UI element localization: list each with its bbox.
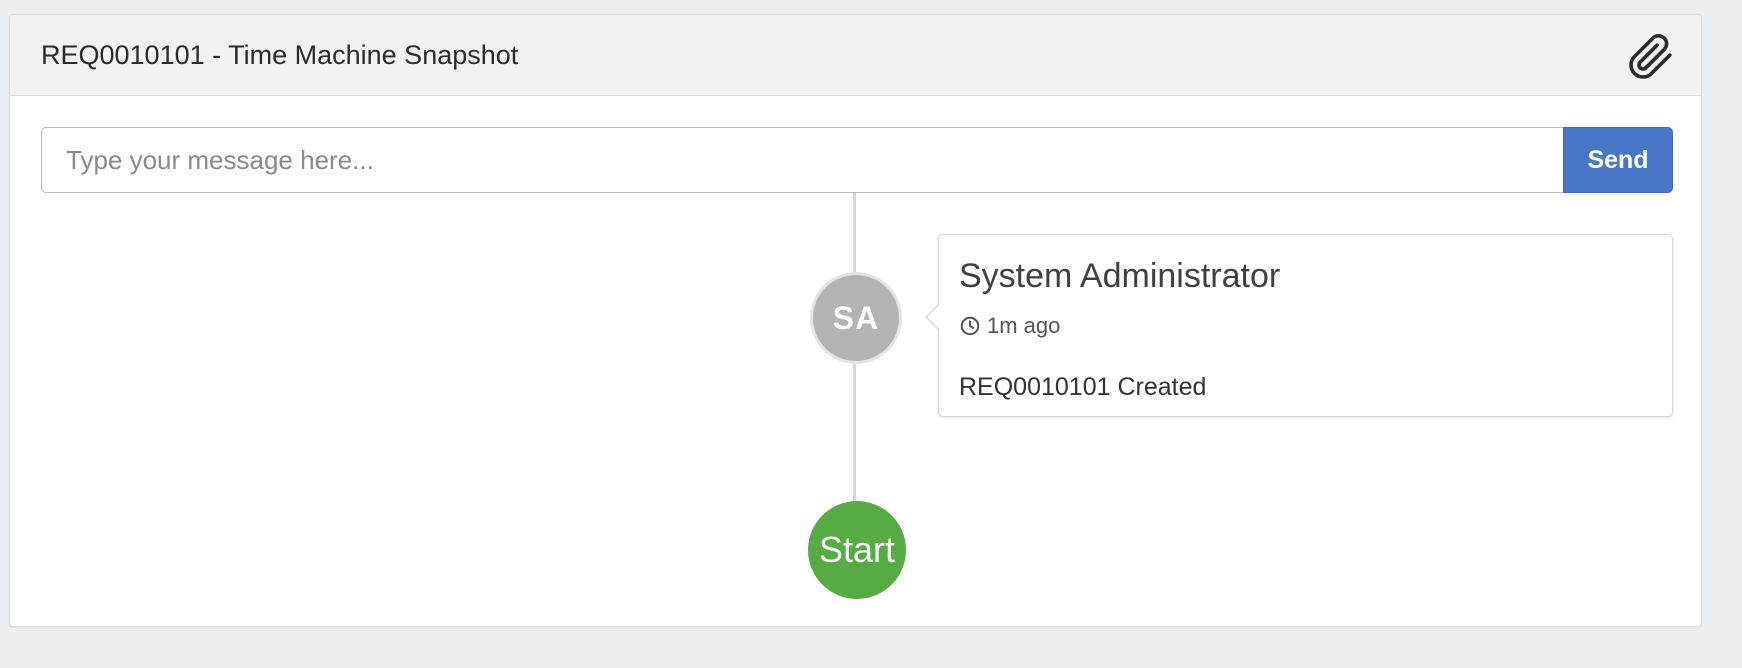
card-pointer (925, 303, 940, 331)
avatar: SA (810, 272, 902, 364)
paperclip-icon[interactable] (1627, 33, 1675, 81)
activity-timestamp: 1m ago (959, 313, 1060, 339)
send-button[interactable]: Send (1563, 127, 1673, 193)
activity-time-text: 1m ago (987, 313, 1061, 338)
panel-header: REQ0010101 - Time Machine Snapshot (10, 15, 1701, 96)
timeline-panel: REQ0010101 - Time Machine Snapshot Send … (9, 14, 1702, 627)
message-input[interactable] (41, 127, 1563, 193)
panel-title: REQ0010101 - Time Machine Snapshot (41, 40, 519, 70)
activity-author: System Administrator (959, 257, 1281, 295)
activity-body: REQ0010101 Created (959, 373, 1207, 401)
timeline-start-node: Start (808, 501, 906, 599)
clock-icon (960, 316, 980, 336)
message-composer: Send (41, 127, 1673, 193)
activity-card: System Administrator 1m ago REQ0010101 C… (925, 234, 1673, 417)
